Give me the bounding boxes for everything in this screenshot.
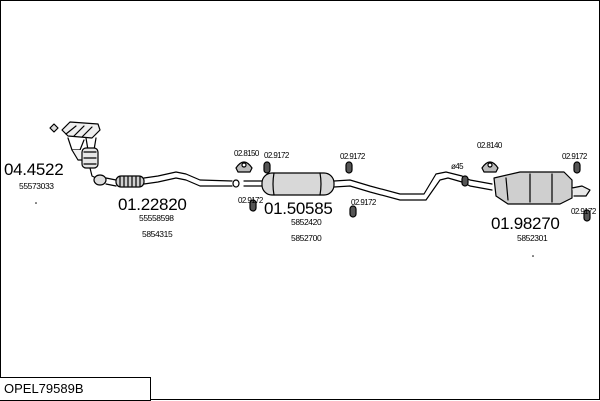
front-pipe-part: [93, 171, 240, 188]
part-code-manifold: 04.4522: [4, 160, 64, 179]
fitting-clamp-middle-2: 02.9172: [238, 196, 263, 205]
part-ref-rear-silencer: 5852301: [517, 233, 548, 243]
part-ref-manifold: 55573033: [19, 181, 54, 191]
title-box: OPEL79589B: [0, 377, 151, 401]
fitting-mount-middle: 02.8150: [234, 149, 259, 158]
diagram-title: OPEL79589B: [4, 381, 84, 396]
part-ref-front-pipe-2: 5854315: [142, 229, 173, 239]
fitting-clamp-rear-2: 02.9172: [571, 207, 596, 216]
part-ref-middle-silencer-2: 5852700: [291, 233, 322, 243]
fitting-clamp-middle-1: 02.9172: [264, 151, 289, 160]
manifold-catalyst-part: [49, 121, 101, 179]
fitting-clamp-middle-4: 02.9172: [351, 198, 376, 207]
fitting-mount-rear: 02.8140: [477, 141, 502, 150]
part-code-front-pipe: 01.22820: [118, 195, 187, 214]
part-ref-front-pipe-1: 55558598: [139, 213, 174, 223]
fitting-clamp-rear-1: 02.9172: [562, 152, 587, 161]
part-ref-middle-silencer-1: 5852420: [291, 217, 322, 227]
part-code-middle-silencer: 01.50585: [264, 199, 333, 218]
fitting-pipe-diameter: ø45: [451, 162, 464, 171]
fitting-clamp-middle-3: 02.9172: [340, 152, 365, 161]
clamps: [249, 161, 591, 222]
rubber-mounts: [235, 161, 499, 173]
middle-silencer-part: [243, 171, 471, 201]
rear-silencer-part: [469, 171, 591, 205]
part-code-rear-silencer: 01.98270: [491, 214, 560, 233]
